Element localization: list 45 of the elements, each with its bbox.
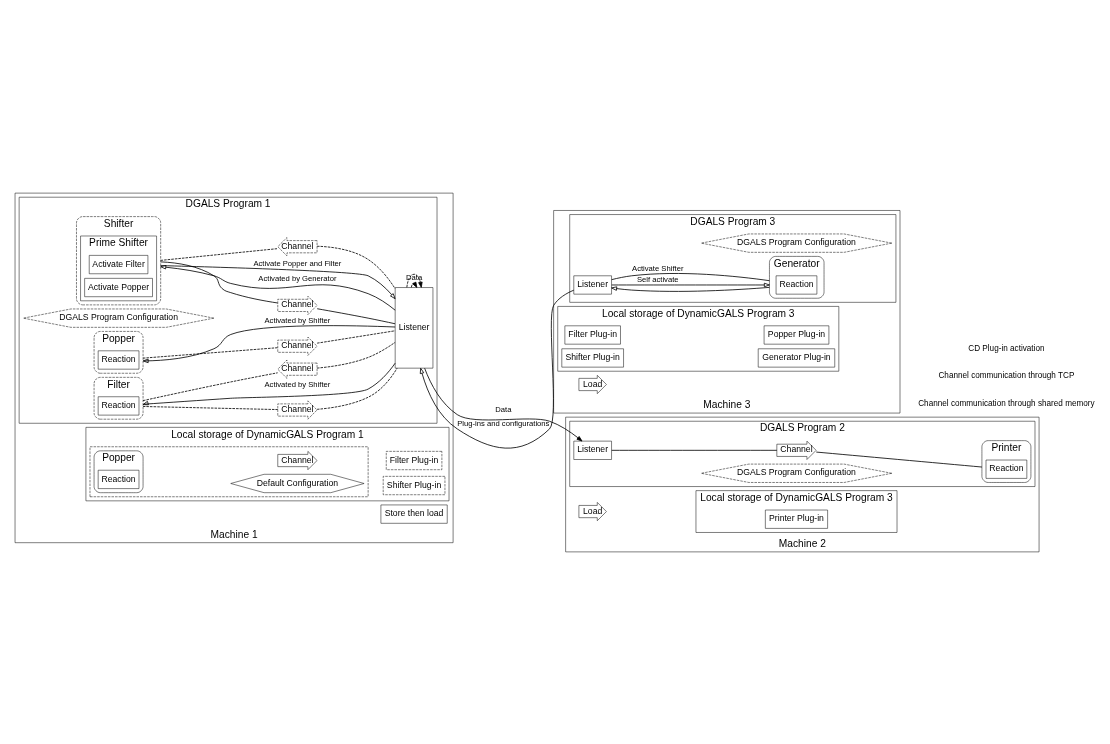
node-box: Popper Plug-in [763,325,830,344]
connector [316,341,396,369]
node-box: Reaction [97,469,140,489]
connector [316,329,396,344]
arrow [142,324,396,363]
legend-label: Channel communication through shared memory [918,398,1095,408]
connector [316,245,396,289]
connector [142,405,279,410]
arrow [611,285,770,292]
arrow [406,273,423,288]
node-box: Store then load [380,504,448,524]
cluster [89,446,369,497]
connector [160,247,278,261]
arrow [419,289,575,449]
node-box: Generator Plug-in [757,348,835,367]
node-box: Listener [394,286,434,368]
node-box: Shifter Plug-in [382,475,446,495]
connector [316,307,396,324]
node-box: Reaction [985,459,1028,479]
connector [160,260,279,303]
node-box: Listener [573,440,612,460]
arrow [410,281,418,288]
connector [142,346,279,359]
connector [142,371,279,401]
node-box: Reaction [775,275,818,294]
arrow [160,264,396,311]
node-box: Filter Plug-in [564,325,621,344]
arrow [611,282,770,287]
node-box: Printer Plug-in [765,509,828,529]
node-box: Activate Filter [88,254,149,274]
node-box: Reaction [97,396,140,415]
node-box: Filter Plug-in [386,450,443,470]
connector [611,449,778,451]
connector [316,367,398,410]
node-box: Shifter Plug-in [561,348,624,367]
node-box: Activate Popper [84,277,153,297]
arrow [424,367,583,441]
arrow [142,362,396,405]
connector [815,451,983,467]
legend-label: Channel communication through TCP [938,370,1075,380]
node-box: Listener [573,275,612,294]
connector [611,272,770,281]
arrow [160,264,396,299]
legend-label: CD Plug-in activation [968,343,1045,353]
node-box: Reaction [97,350,140,369]
